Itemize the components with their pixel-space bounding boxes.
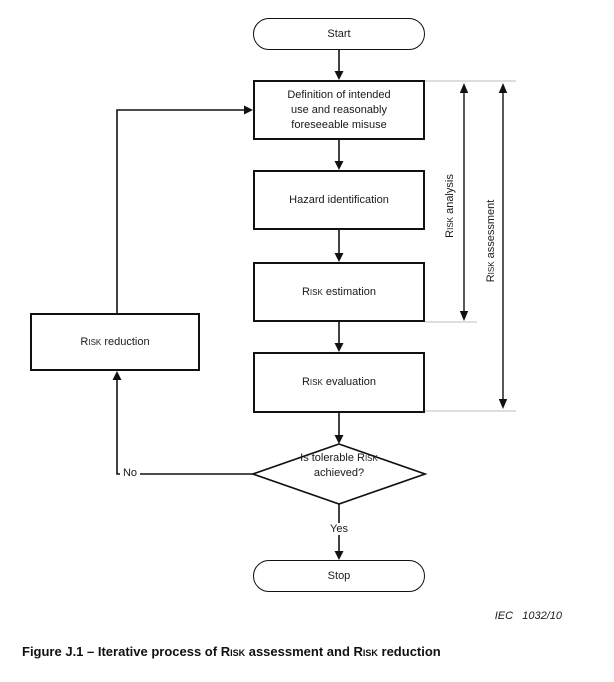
connector-evaluation-to-decision — [334, 413, 344, 444]
hazard-identification-node: Hazard identification — [253, 170, 425, 230]
figure-caption: Figure J.1 – Iterative process of Risk a… — [22, 644, 441, 659]
span-arrow-risk-analysis — [459, 83, 469, 321]
evaluation-label: Risk evaluation — [301, 376, 377, 388]
connector-definition-to-hazard — [334, 140, 344, 170]
iec-document-reference: IEC 1032/10 — [494, 610, 562, 622]
connector-reduction-to-definition — [116, 105, 253, 313]
connector-start-to-definition — [334, 50, 344, 80]
risk-analysis-span-label: Risk analysis — [444, 174, 456, 238]
decision-label: Is tolerable Risk achieved? — [254, 451, 424, 481]
reduction-label: Risk reduction — [80, 335, 150, 348]
estimation-label: Risk estimation — [301, 285, 377, 298]
decision-diamond — [250, 443, 428, 505]
definition-line: Definition of intended — [287, 88, 391, 101]
risk-evaluation-node: Risk evaluation — [253, 352, 425, 413]
decision-line1: Is tolerable Risk — [300, 452, 378, 464]
definition-line: foreseeable misuse — [291, 118, 387, 131]
connector-estimation-to-evaluation — [334, 322, 344, 352]
risk-estimation-node: Risk estimation — [253, 262, 425, 322]
connector-hazard-to-estimation — [334, 230, 344, 262]
hazard-label: Hazard identification — [289, 193, 389, 206]
stop-label: Stop — [327, 569, 351, 582]
definition-node: Definition of intended use and reasonabl… — [253, 80, 425, 140]
no-edge-label: No — [119, 467, 141, 479]
decision-line2: achieved? — [313, 467, 365, 479]
span-arrow-risk-assessment — [498, 83, 508, 409]
definition-line: use and reasonably — [290, 103, 387, 116]
start-label: Start — [327, 27, 351, 40]
stop-node: Stop — [253, 560, 425, 592]
connector-decision-no-to-reduction — [112, 371, 253, 475]
yes-edge-label: Yes — [327, 523, 351, 535]
risk-assessment-span-label: Risk assessment — [485, 199, 497, 283]
start-node: Start — [253, 18, 425, 50]
risk-reduction-node: Risk reduction — [30, 313, 200, 371]
